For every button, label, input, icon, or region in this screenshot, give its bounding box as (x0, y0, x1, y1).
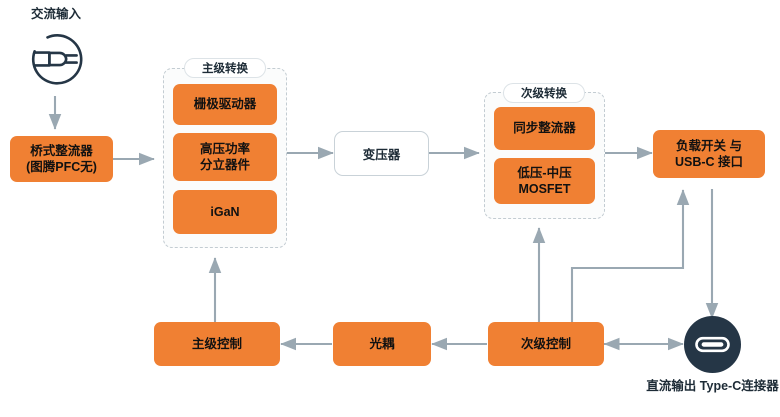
block-igan[interactable]: iGaN (173, 190, 277, 234)
sync-rectifier-label: 同步整流器 (513, 121, 576, 136)
dc-output-line2: Type-C连接器 (699, 379, 779, 393)
load-switch-line1: 负载开关 与 (676, 138, 742, 153)
block-gate-driver[interactable]: 栅极驱动器 (173, 84, 277, 125)
dc-output-caption: 直流输出 Type-C连接器 (645, 378, 780, 395)
dc-output-line1: 直流输出 (646, 379, 697, 393)
optocoupler-label: 光耦 (369, 336, 395, 351)
block-bridge-rectifier[interactable]: 桥式整流器 (图腾PFC无) (10, 136, 113, 182)
block-optocoupler[interactable]: 光耦 (333, 322, 431, 366)
lv-mv-mosfet-line2: MOSFET (518, 182, 571, 196)
group-secondary-conversion-label: 次级转换 (503, 83, 585, 103)
igan-label: iGaN (210, 204, 240, 219)
bridge-rectifier-line1: 桥式整流器 (30, 143, 93, 158)
gate-driver-label: 栅极驱动器 (193, 97, 257, 112)
block-secondary-control[interactable]: 次级控制 (488, 322, 604, 366)
hv-power-discrete-line2: 分立器件 (199, 158, 250, 172)
bridge-rectifier-line2: (图腾PFC无) (26, 160, 97, 174)
block-hv-power-discrete[interactable]: 高压功率 分立器件 (173, 133, 277, 181)
hv-power-discrete-line1: 高压功率 (199, 141, 250, 156)
load-switch-line2: USB-C 接口 (674, 155, 744, 169)
transformer-label: 变压器 (362, 148, 401, 162)
block-lv-mv-mosfet[interactable]: 低压-中压 MOSFET (494, 158, 595, 204)
usb-c-connector-icon (684, 316, 741, 373)
block-sync-rectifier[interactable]: 同步整流器 (494, 107, 595, 150)
lv-mv-mosfet-line1: 低压-中压 (517, 165, 572, 180)
group-primary-conversion-label: 主级转换 (184, 58, 266, 78)
block-transformer[interactable]: 变压器 (334, 131, 429, 176)
primary-control-label: 主级控制 (191, 336, 242, 351)
block-primary-control[interactable]: 主级控制 (154, 322, 280, 366)
secondary-control-label: 次级控制 (520, 336, 571, 351)
power-plug-icon (27, 30, 85, 88)
wire-elbow-to-loadswitch (570, 189, 690, 330)
block-load-switch-usbc-port[interactable]: 负载开关 与 USB-C 接口 (653, 130, 765, 178)
ac-input-label: 交流输入 (30, 7, 81, 21)
